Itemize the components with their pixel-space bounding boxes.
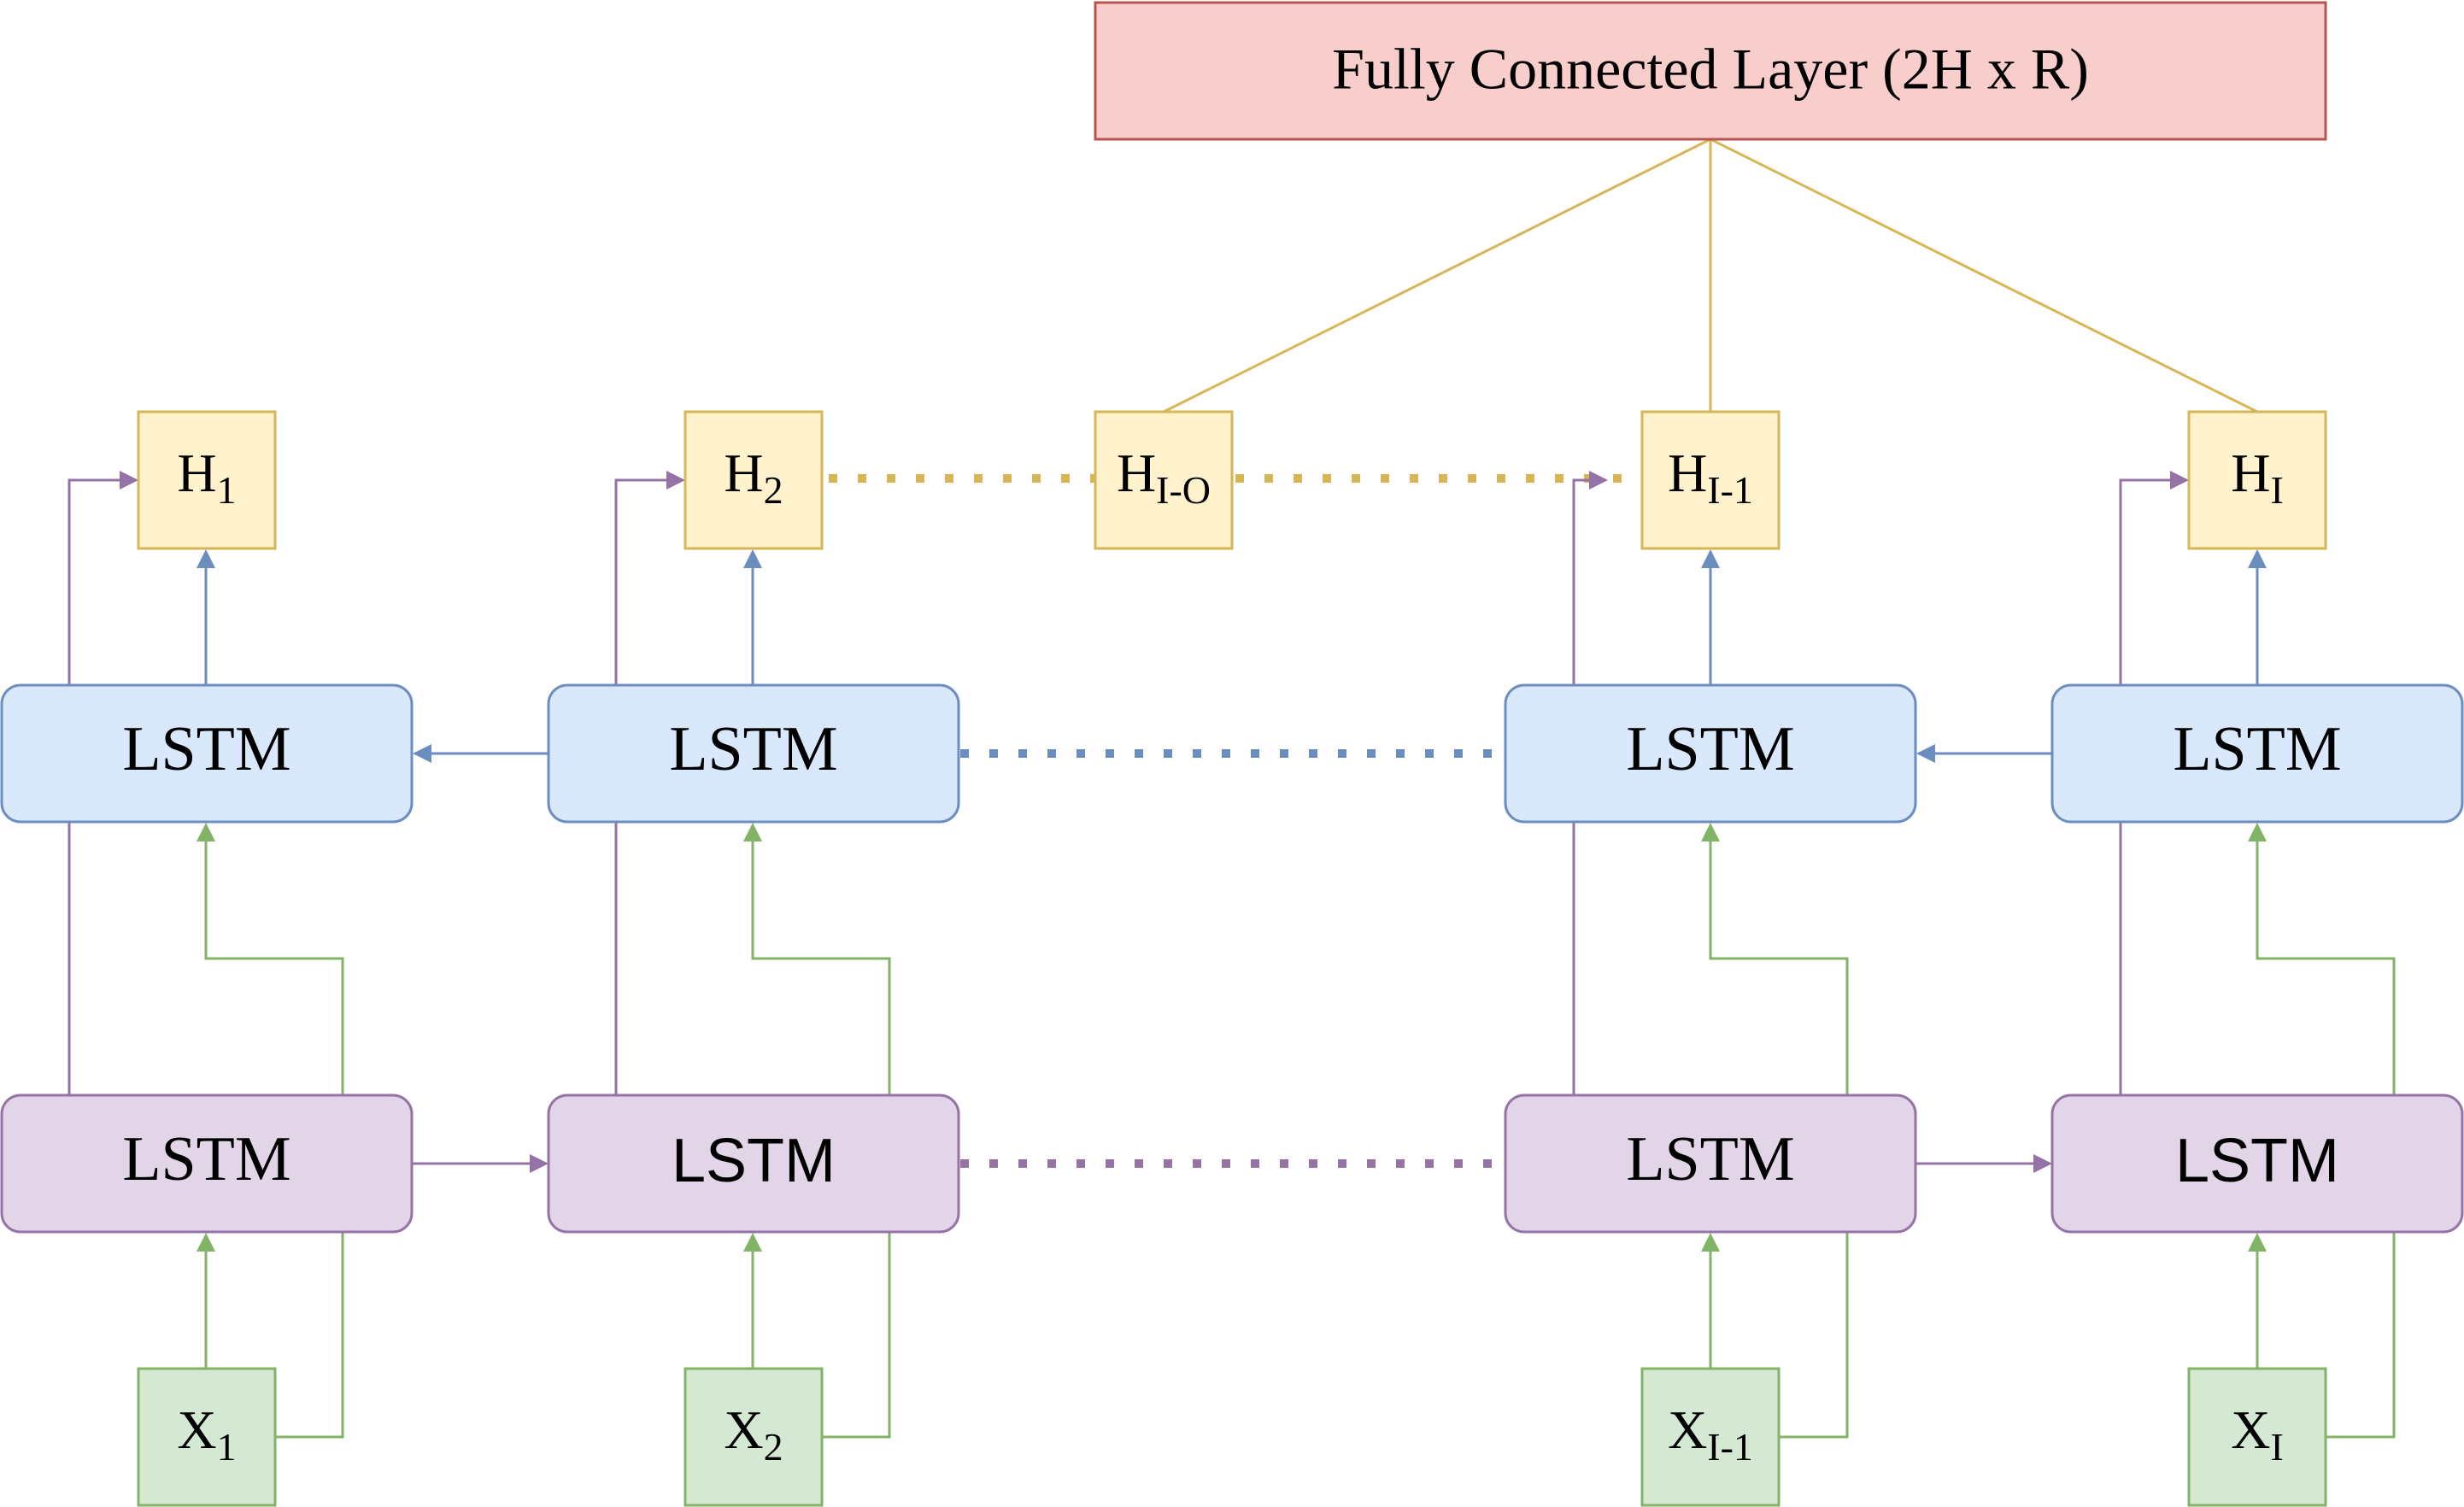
hidden-label-sub: I: [2270, 468, 2283, 512]
hidden-label-sub: 2: [764, 468, 783, 512]
hidden-box-h-io: HI-O: [1094, 410, 1234, 550]
hidden-label-main: H: [724, 443, 763, 503]
forward-lstm-1: LSTM: [0, 1094, 414, 1234]
lstm-label: LSTM: [122, 1124, 290, 1194]
fc-line-h-io: [1163, 138, 1711, 413]
connectors: [67, 138, 2396, 1439]
hidden-box-h1: H1: [137, 410, 277, 550]
hidden-label-main: H: [177, 443, 216, 503]
svg-text:XI: XI: [2231, 1399, 2284, 1469]
hidden-label-main: H: [1117, 443, 1156, 503]
svg-text:X2: X2: [724, 1399, 783, 1469]
lstm-label: LSTM: [2175, 1127, 2339, 1195]
svg-text:HI: HI: [2231, 443, 2284, 512]
svg-text:HI-O: HI-O: [1117, 443, 1211, 512]
forward-to-hidden-routes: [67, 471, 2189, 1095]
forward-lstm-4: LSTM: [2050, 1094, 2464, 1234]
input-box-x2: X2: [683, 1367, 824, 1507]
lstm-label: LSTM: [1626, 714, 1794, 784]
hidden-label-main: H: [2231, 443, 2270, 503]
fully-connected-layer-box: [1094, 1, 2327, 141]
svg-text:HI-1: HI-1: [1668, 443, 1753, 512]
fully-connected-layer: Fully Connected Layer (2H x R): [1094, 1, 2327, 141]
hidden-box-h-i: HI: [2187, 410, 2327, 550]
fc-fan-lines: [1163, 138, 2258, 413]
backward-to-hidden-arrows: [197, 549, 2267, 685]
input-label-sub: 1: [217, 1425, 237, 1469]
hidden-label-sub: I-1: [1707, 468, 1753, 512]
hidden-box-h2: H2: [683, 410, 824, 550]
forward-lstm-2: LSTM: [547, 1094, 960, 1234]
input-to-backward-routes: [197, 823, 2396, 1439]
dotted-chains: [829, 474, 1623, 1168]
input-box-x1: X1: [137, 1367, 277, 1507]
backward-lstm-row: LSTM LSTM LSTM LSTM: [0, 683, 2464, 824]
backward-lstm-3: LSTM: [1504, 683, 1917, 824]
input-label-main: X: [724, 1399, 763, 1460]
hidden-label-main: H: [1668, 443, 1707, 503]
hidden-label-sub: 1: [217, 468, 237, 512]
input-label-sub: 2: [764, 1425, 783, 1469]
lstm-label: LSTM: [672, 1127, 836, 1195]
input-label-main: X: [177, 1399, 216, 1460]
input-label-sub: I: [2270, 1425, 2283, 1469]
input-label-sub: I-1: [1707, 1425, 1753, 1469]
hidden-box-h-i1: HI-1: [1640, 410, 1781, 550]
inputs: X1 X2 XI-1 XI: [137, 1367, 2327, 1507]
lstm-label: LSTM: [2173, 714, 2341, 784]
forward-lstm-3: LSTM: [1504, 1094, 1917, 1234]
forward-recurrence-arrows: [412, 1154, 2052, 1173]
svg-text:X1: X1: [177, 1399, 236, 1469]
input-box-x-i1: XI-1: [1640, 1367, 1781, 1507]
lstm-label: LSTM: [1626, 1124, 1794, 1194]
svg-text:XI-1: XI-1: [1668, 1399, 1753, 1469]
svg-text:H2: H2: [724, 443, 783, 512]
input-label-main: X: [2231, 1399, 2270, 1460]
forward-lstm-row: LSTM LSTM LSTM LSTM: [0, 1094, 2464, 1234]
fully-connected-layer-label: Fully Connected Layer (2H x R): [1332, 37, 2089, 102]
lstm-label: LSTM: [122, 714, 290, 784]
fc-line-h-i: [1710, 138, 2258, 413]
input-to-forward-arrows: [197, 1233, 2267, 1369]
backward-lstm-1: LSTM: [0, 683, 414, 824]
svg-text:H1: H1: [177, 443, 236, 512]
input-box-x-i: XI: [2187, 1367, 2327, 1507]
backward-lstm-4: LSTM: [2050, 683, 2464, 824]
backward-lstm-2: LSTM: [547, 683, 960, 824]
lstm-label: LSTM: [669, 714, 837, 784]
backward-recurrence-arrows: [413, 744, 2052, 763]
input-label-main: X: [1668, 1399, 1707, 1460]
hidden-label-sub: I-O: [1156, 468, 1211, 512]
hidden-states: H1 H2 HI-O HI-1 HI: [137, 410, 2327, 550]
